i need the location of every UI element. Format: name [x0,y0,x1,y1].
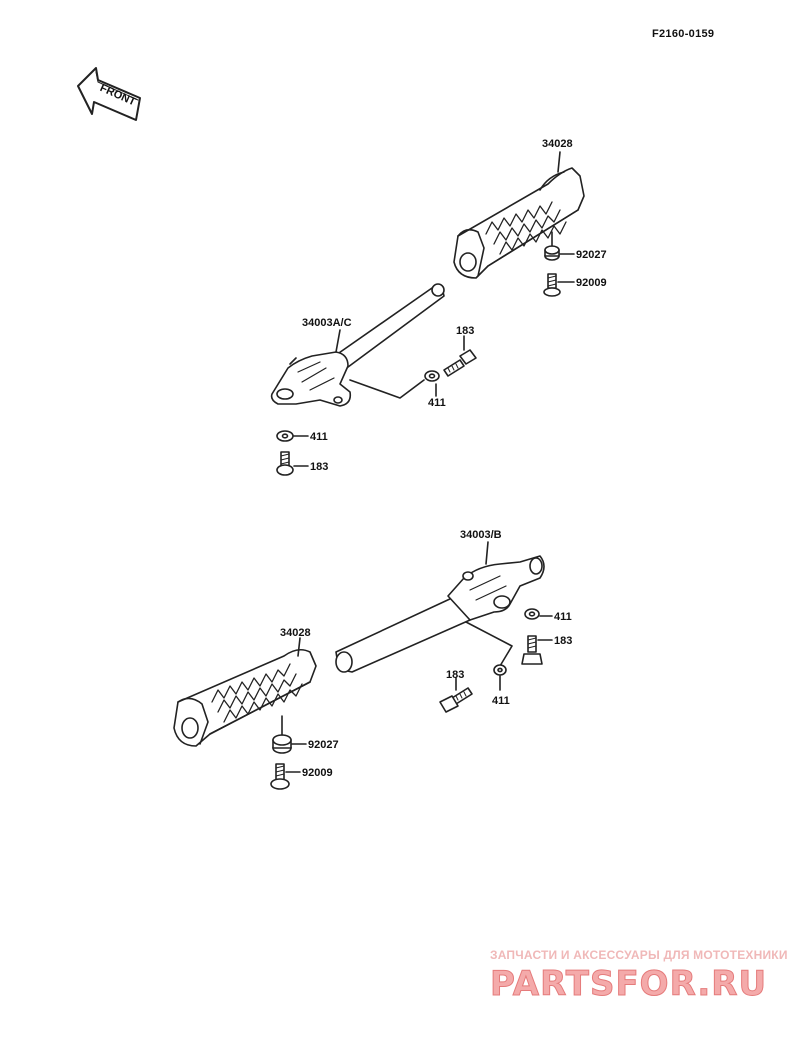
label-bolt-183-c: 183 [554,635,572,647]
bolt-top-icon [543,273,561,297]
washer-411-c-icon [524,608,540,620]
diagram-code: F2160-0159 [652,28,715,40]
label-washer-411-d: 411 [492,695,510,707]
label-washer-411-a: 411 [428,397,446,409]
label-footrest-bottom: 34028 [280,627,311,639]
label-bracket-b: 34003/B [460,529,502,541]
watermark-logo: PARTSFOR.RU [489,964,768,1005]
footrest-bottom-icon [173,648,317,747]
washer-411-a-icon [424,370,440,382]
watermark-tagline: ЗАПЧАСТИ И АКСЕССУАРЫ ДЛЯ МОТОТЕХНИКИ [490,948,788,962]
label-collar-top: 92027 [576,249,607,261]
label-bracket-ac: 34003A/C [302,317,352,329]
bolt-183-b-icon [276,451,294,476]
label-bolt-bottom: 92009 [302,767,333,779]
washer-411-b-icon [276,430,294,442]
front-arrow-icon [77,67,141,121]
collar-top-icon [544,245,560,261]
bolt-bottom-icon [270,763,290,790]
label-bolt-top: 92009 [576,277,607,289]
bracket-b-icon [335,555,545,673]
label-bolt-183-a: 183 [456,325,474,337]
bolt-183-c-icon [521,635,543,665]
label-washer-411-c: 411 [554,611,572,623]
label-footrest-top: 34028 [542,138,573,150]
collar-bottom-icon [272,734,292,754]
label-bolt-183-d: 183 [446,669,464,681]
washer-411-d-icon [493,664,507,676]
label-washer-411-b: 411 [310,431,328,443]
label-bolt-183-b: 183 [310,461,328,473]
bolt-183-a-icon [443,349,477,377]
bracket-ac-icon [270,283,445,407]
bolt-183-d-icon [439,687,473,713]
footrest-top-icon [453,167,585,279]
label-collar-bottom: 92027 [308,739,339,751]
